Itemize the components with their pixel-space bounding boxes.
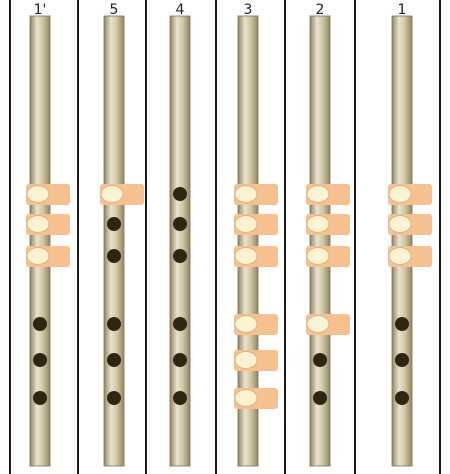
pipe-label: 1 [397, 2, 407, 18]
pipe-label: 5 [109, 2, 119, 18]
pipe-1 [26, 15, 70, 467]
fingernail [306, 185, 330, 203]
fingernail [234, 185, 258, 203]
pipe-label: 3 [243, 2, 253, 18]
covering-finger [306, 184, 350, 205]
fingernail [388, 215, 412, 233]
covering-finger [234, 214, 278, 235]
pipe-label: 2 [315, 2, 325, 18]
open-hole [107, 249, 121, 263]
open-hole [173, 317, 187, 331]
fingernail [234, 389, 258, 407]
covering-finger [388, 246, 432, 267]
covering-finger [234, 184, 278, 205]
pipe-2 [100, 15, 144, 467]
covering-finger [234, 388, 278, 409]
open-hole [395, 353, 409, 367]
fingernail [26, 215, 50, 233]
covering-finger [306, 246, 350, 267]
open-hole [395, 391, 409, 405]
pipe-body [103, 15, 125, 467]
pipe-label: 4 [175, 2, 185, 18]
covering-finger [234, 314, 278, 335]
fingernail [234, 247, 258, 265]
open-hole [173, 217, 187, 231]
fingernail [26, 185, 50, 203]
fingernail [100, 185, 124, 203]
covering-finger [306, 314, 350, 335]
fingernail [234, 315, 258, 333]
open-hole [107, 353, 121, 367]
covering-finger [388, 184, 432, 205]
fingernail [234, 215, 258, 233]
fingernail [388, 247, 412, 265]
open-hole [173, 391, 187, 405]
covering-finger [306, 214, 350, 235]
covering-finger [388, 214, 432, 235]
fingernail [388, 185, 412, 203]
pipe-6 [388, 15, 432, 467]
open-hole [107, 317, 121, 331]
open-hole [313, 391, 327, 405]
fingernail [306, 247, 330, 265]
pipe-body [169, 15, 191, 467]
covering-finger [26, 184, 70, 205]
open-hole [313, 353, 327, 367]
open-hole [173, 249, 187, 263]
covering-finger [26, 246, 70, 267]
pipe-4 [234, 15, 278, 467]
pipe-label: 1' [33, 2, 47, 18]
covering-finger [234, 246, 278, 267]
covering-finger [100, 184, 144, 205]
covering-finger [26, 214, 70, 235]
fingernail [306, 215, 330, 233]
open-hole [33, 391, 47, 405]
pipe-body [309, 15, 331, 467]
pipe-body [391, 15, 413, 467]
pipe-body [29, 15, 51, 467]
open-hole [173, 187, 187, 201]
fingernail [234, 351, 258, 369]
covering-finger [234, 350, 278, 371]
fingernail [306, 315, 330, 333]
open-hole [33, 353, 47, 367]
open-hole [107, 391, 121, 405]
open-hole [107, 217, 121, 231]
open-hole [33, 317, 47, 331]
fingernail [26, 247, 50, 265]
pipe-5 [306, 15, 350, 467]
pipe-3 [169, 15, 191, 467]
open-hole [395, 317, 409, 331]
open-hole [173, 353, 187, 367]
